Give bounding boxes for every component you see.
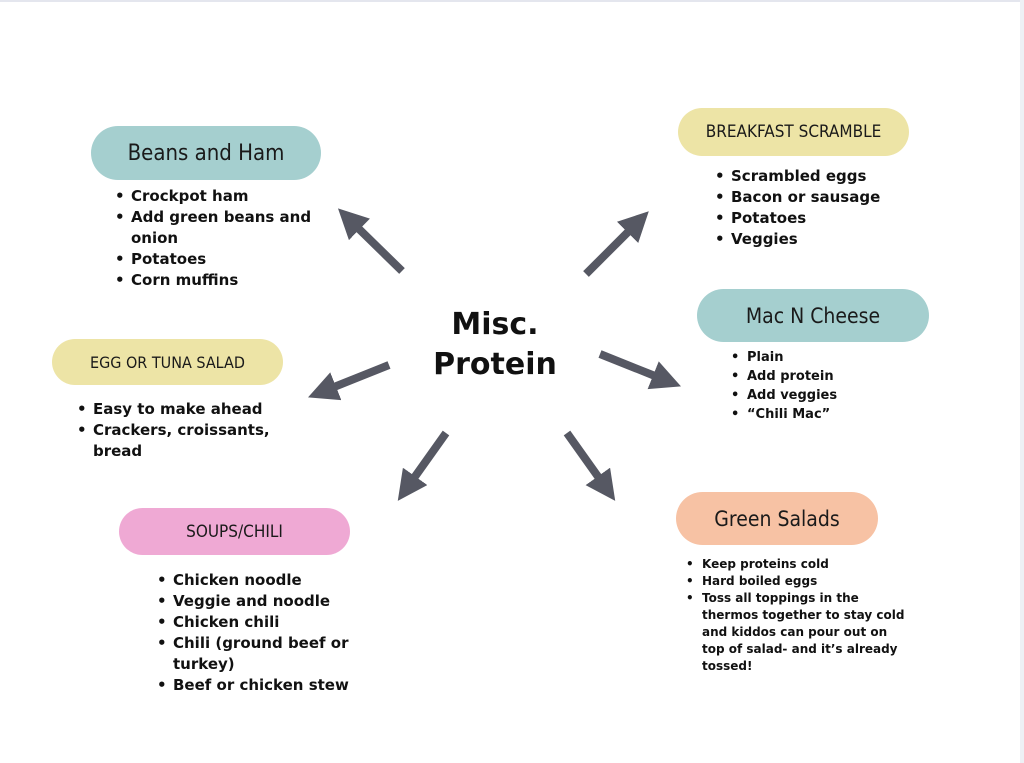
list-item: Crackers, croissants, bread	[77, 420, 287, 462]
list-item: Bacon or sausage	[715, 187, 915, 208]
list-item: Add veggies	[731, 386, 891, 405]
soups-chili-list: Chicken noodle Veggie and noodle Chicken…	[157, 570, 357, 696]
breakfast-scramble-list: Scrambled eggs Bacon or sausage Potatoes…	[715, 166, 915, 250]
frame-right-border	[1020, 0, 1024, 763]
mac-n-cheese-list: Plain Add protein Add veggies “Chili Mac…	[731, 348, 891, 424]
green-salads-title: Green Salads	[714, 506, 840, 531]
list-item: Veggie and noodle	[157, 591, 357, 612]
list-item: Veggies	[715, 229, 915, 250]
green-salads-pill: Green Salads	[676, 492, 878, 545]
list-item: Hard boiled eggs	[686, 573, 906, 590]
list-item: Add green beans and onion	[115, 207, 315, 249]
center-topic-line-2: Protein	[433, 347, 557, 382]
list-item: Scrambled eggs	[715, 166, 915, 187]
list-item: Potatoes	[715, 208, 915, 229]
arrow-to-breakfast-scramble	[583, 211, 649, 277]
list-item: Easy to make ahead	[77, 399, 287, 420]
frame-top-border	[0, 0, 1024, 2]
list-item: Plain	[731, 348, 891, 367]
center-topic-line-1: Misc.	[451, 307, 539, 342]
egg-or-tuna-salad-pill: EGG OR TUNA SALAD	[52, 339, 283, 385]
soups-chili-pill: SOUPS/CHILI	[119, 508, 350, 555]
egg-or-tuna-salad-list: Easy to make ahead Crackers, croissants,…	[77, 399, 287, 462]
arrow-to-green-salads	[563, 430, 616, 501]
center-topic: Misc. Protein	[425, 305, 565, 385]
list-item: Chili (ground beef or turkey)	[157, 633, 357, 675]
arrow-to-soups-chili	[397, 430, 450, 501]
list-item: “Chili Mac”	[731, 405, 891, 424]
beans-and-ham-pill: Beans and Ham	[91, 126, 321, 180]
list-item: Chicken chili	[157, 612, 357, 633]
beans-and-ham-list: Crockpot ham Add green beans and onion P…	[115, 186, 315, 291]
list-item: Toss all toppings in the thermos togethe…	[686, 590, 906, 675]
egg-or-tuna-salad-title: EGG OR TUNA SALAD	[90, 352, 245, 372]
arrow-to-egg-or-tuna-salad	[308, 361, 391, 401]
list-item: Keep proteins cold	[686, 556, 906, 573]
breakfast-scramble-pill: BREAKFAST SCRAMBLE	[678, 108, 909, 156]
mac-n-cheese-title: Mac N Cheese	[745, 303, 881, 328]
list-item: Beef or chicken stew	[157, 675, 357, 696]
list-item: Potatoes	[115, 249, 315, 270]
arrow-to-mac-n-cheese	[598, 350, 681, 390]
green-salads-list: Keep proteins cold Hard boiled eggs Toss…	[686, 556, 906, 675]
list-item: Add protein	[731, 367, 891, 386]
mac-n-cheese-pill: Mac N Cheese	[697, 289, 929, 342]
list-item: Corn muffins	[115, 270, 315, 291]
arrow-to-beans-and-ham	[337, 208, 405, 274]
soups-chili-title: SOUPS/CHILI	[186, 521, 283, 542]
beans-and-ham-title: Beans and Ham	[127, 140, 285, 166]
list-item: Chicken noodle	[157, 570, 357, 591]
breakfast-scramble-title: BREAKFAST SCRAMBLE	[705, 122, 882, 142]
list-item: Crockpot ham	[115, 186, 315, 207]
